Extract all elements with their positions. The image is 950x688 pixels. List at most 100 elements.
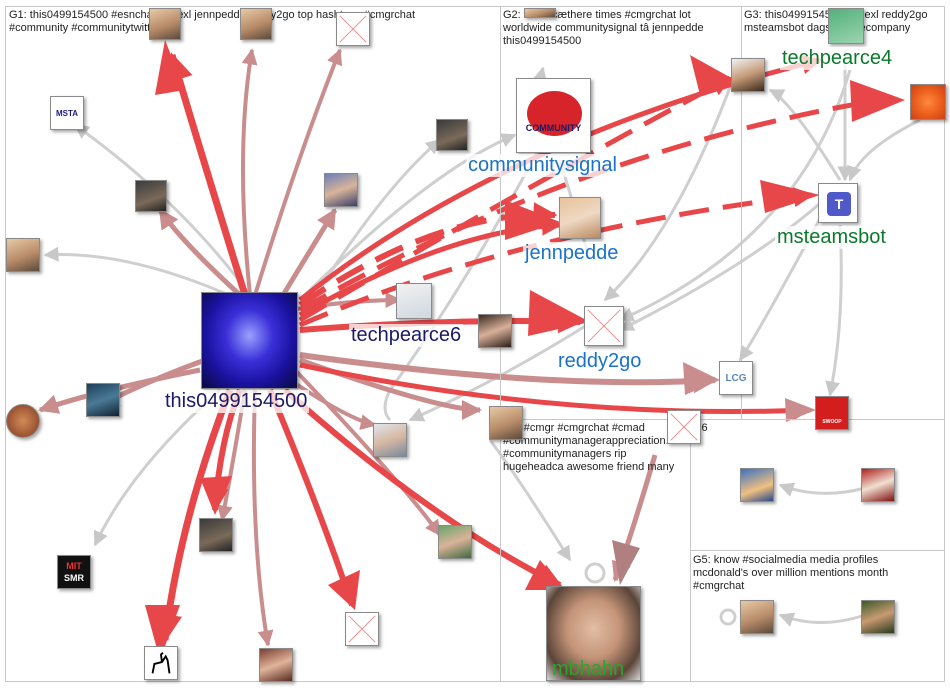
arrowhead (525, 560, 565, 590)
node-avatar[interactable] (436, 119, 468, 151)
node-avatar[interactable] (6, 238, 40, 272)
group-label-line: msteamsbot dagsly boyecompany (744, 22, 911, 34)
label-techpearce6: techpearce6 (349, 324, 464, 347)
edge (298, 93, 882, 313)
node-avatar[interactable] (740, 468, 774, 502)
node-avatar[interactable] (740, 600, 774, 634)
arrowheads (145, 40, 905, 660)
arrowhead (683, 362, 720, 395)
edge (277, 208, 338, 302)
edge (282, 387, 563, 588)
node-avatar[interactable] (199, 518, 233, 552)
edge (43, 246, 241, 302)
edge (778, 482, 866, 497)
node-avatar[interactable] (373, 423, 407, 457)
node-avatar[interactable] (86, 383, 120, 417)
node-reddy2go-missing-image[interactable] (584, 306, 624, 346)
node-jennpedde-avatar[interactable] (559, 197, 601, 239)
self-loop (719, 608, 737, 626)
node-avatar[interactable] (438, 525, 472, 559)
edge (299, 362, 812, 421)
node-missing-image[interactable] (345, 612, 379, 646)
node-missing-image[interactable] (667, 410, 701, 444)
node-mit-smr-logo[interactable]: MIT SMR (57, 555, 91, 589)
group-label-line: worldwide communitysignal tâ jennpedde (503, 22, 704, 34)
node-msteamsbot-logo[interactable]: T (818, 183, 858, 223)
label-communitysignal: communitysignal (466, 154, 619, 177)
edge (847, 118, 921, 182)
label-reddy2go: reddy2go (556, 350, 644, 373)
group-label-line: #community #communitytwitter (9, 22, 160, 34)
group-label-line: G5: know #socialmedia media profiles (693, 554, 879, 566)
node-avatar[interactable] (731, 58, 765, 92)
node-this0499154500-avatar[interactable] (201, 292, 298, 389)
label-mbhahn: mbhahn (552, 658, 625, 680)
edge (488, 439, 572, 562)
node-avatar[interactable] (861, 468, 895, 502)
community-logo-text: COMMUNITY (525, 123, 582, 133)
mit-logo-text: MIT (66, 561, 82, 571)
node-avatar[interactable] (259, 648, 293, 682)
teams-icon: T (827, 192, 851, 216)
label-techpearce4: techpearce4 (780, 47, 895, 70)
node-lcg-logo[interactable]: LCG (719, 361, 753, 395)
group-label-g1: G1: this0499154500 #esnchat nodexl jennp… (9, 9, 497, 35)
broken-image-icon (670, 413, 698, 441)
edge (251, 389, 274, 647)
group-pane-g6 (690, 419, 945, 551)
edge (157, 208, 242, 297)
arrowhead (505, 200, 560, 240)
node-communitysignal-logo[interactable]: COMMUNITY (516, 78, 591, 153)
group-label-g5: G5: know #socialmedia media profiles mcd… (693, 554, 943, 593)
edge (293, 368, 442, 537)
arrowhead (328, 570, 360, 610)
group-label-line: this0499154500 (503, 35, 582, 47)
edge (253, 48, 343, 296)
smr-logo-text: SMR (64, 573, 84, 583)
arrowhead (690, 55, 735, 95)
edge (299, 352, 718, 394)
arrowhead (145, 605, 180, 660)
arrowhead (200, 476, 232, 515)
node-mbhahn-avatar[interactable] (546, 586, 641, 681)
broken-image-icon (339, 15, 367, 43)
node-avatar[interactable] (135, 180, 167, 212)
group-pane-g5 (690, 550, 945, 682)
node-avatar[interactable] (149, 8, 181, 40)
label-this0499154500: this0499154500 (163, 390, 310, 413)
group-label-line: #communitymanagers rip (503, 448, 627, 460)
node-avatar[interactable] (524, 8, 556, 18)
label-msteamsbot: msteamsbot (775, 226, 888, 249)
node-techpearce6-avatar[interactable] (396, 283, 432, 319)
node-penny-avatar[interactable] (6, 404, 40, 438)
arrowhead (785, 398, 816, 422)
node-avatar[interactable] (240, 8, 272, 40)
edge (299, 187, 814, 328)
broken-image-icon (348, 615, 376, 643)
edge (778, 612, 866, 627)
horse-rider-icon (151, 651, 171, 674)
broken-image-icon (587, 309, 621, 343)
node-horse-rider-avatar[interactable] (144, 646, 178, 680)
edge (241, 48, 258, 296)
community-logo-badge (527, 91, 582, 136)
lcg-logo-text: LCG (725, 373, 747, 384)
edge (618, 188, 837, 332)
edge (603, 59, 742, 302)
node-avatar[interactable] (489, 406, 523, 440)
node-avatar[interactable] (324, 173, 358, 207)
group-label-g4: G4: #cmgr #cmgrchat #cmad #communitymana… (503, 422, 689, 474)
group-label-g3: G3: this0499154500 nodexl reddy2go mstea… (744, 9, 944, 35)
node-msta-logo[interactable]: MSTA (50, 96, 84, 130)
node-orange-logo[interactable] (910, 84, 946, 120)
node-swoop-logo[interactable]: SWOOP (815, 396, 849, 430)
msta-logo-text: MSTA (55, 109, 79, 118)
group-label-line: #cmgrchat (693, 580, 745, 592)
label-jennpedde: jennpedde (523, 242, 621, 265)
node-avatar[interactable] (861, 600, 895, 634)
node-avatar[interactable] (478, 314, 512, 348)
node-techpearce4-avatar[interactable] (828, 8, 864, 44)
node-missing-image[interactable] (336, 12, 370, 46)
self-loop (584, 562, 606, 584)
group-label-line: G1: this0499154500 #esnchat nodexl jennp… (9, 9, 416, 21)
